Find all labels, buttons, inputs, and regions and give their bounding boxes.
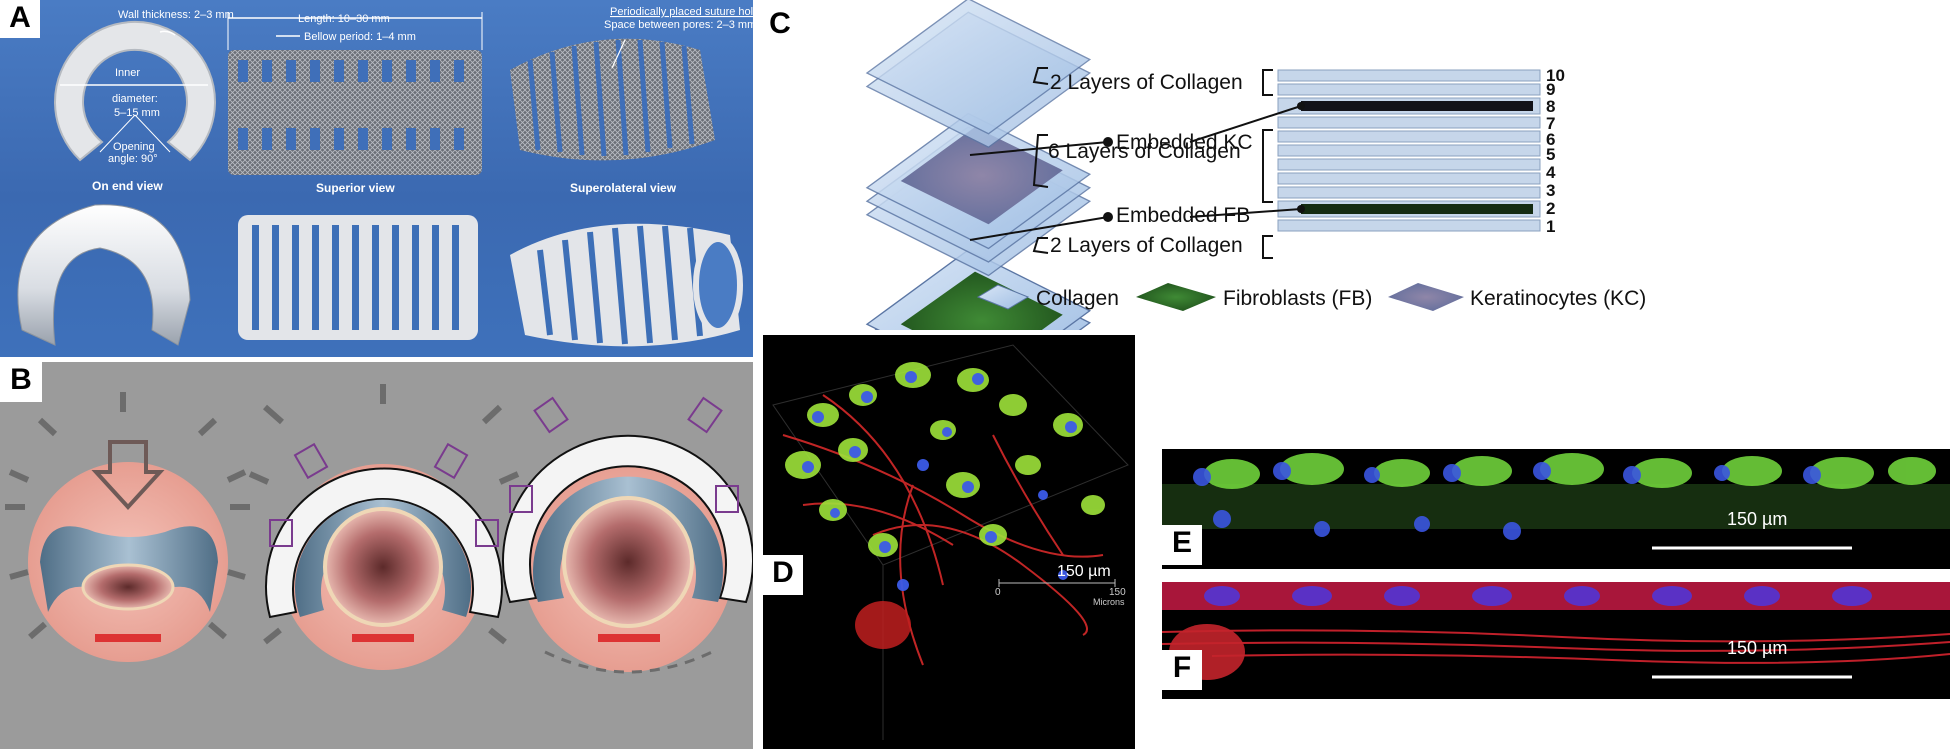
layer-number: 9 <box>1546 80 1555 99</box>
legend-collagen-label: Collagen <box>1036 287 1119 310</box>
panel-a-graphic: Wall thickness: 2–3 mm Inner diameter: 5… <box>17 6 753 347</box>
layer-numbers: 10 9 8 7 6 5 4 3 2 1 <box>1546 66 1565 236</box>
panel-c: 2 Layers of Collagen Embedded KC 6 Layer… <box>758 0 1950 330</box>
six-layers-collagen-label: 6 Layers of Collagen <box>1048 140 1241 163</box>
layer-cross-section <box>1189 69 1541 259</box>
opening-label: Opening <box>113 141 155 153</box>
airway-with-splint <box>248 384 520 670</box>
layer-number: 10 <box>1546 66 1565 85</box>
end-view-3d-render <box>17 204 191 346</box>
panel-a-letter: A <box>0 0 40 38</box>
bellow-period-label: Bellow period: 1–4 mm <box>304 31 416 43</box>
panel-f-scale-label: 150 µm <box>1727 638 1788 658</box>
panel-f: 150 µm F <box>1162 582 1950 699</box>
inner-diameter-label-2: diameter: <box>112 93 158 105</box>
two-layers-collagen-top-label: 2 Layers of Collagen <box>1050 71 1243 94</box>
superolateral-view-mesh-tube <box>510 38 715 161</box>
superior-view-3d-render <box>238 215 478 340</box>
embedded-fb-label: Embedded FB <box>1116 204 1250 227</box>
c-ring-end-view <box>54 20 216 162</box>
legend: Collagen Fibroblasts (FB) Keratinocytes … <box>976 283 1646 311</box>
panel-d-scale-label: 150 µm <box>1057 563 1111 580</box>
layer-number: 1 <box>1546 217 1555 236</box>
layer-number: 6 <box>1546 130 1555 149</box>
collapsed-airway <box>5 392 250 662</box>
layer-number: 2 <box>1546 199 1555 218</box>
opening-angle-value: angle: 90° <box>108 153 158 165</box>
panel-d-letter: D <box>763 555 803 595</box>
legend-fibroblasts-label: Fibroblasts (FB) <box>1223 287 1372 310</box>
inner-diameter-value: 5–15 mm <box>114 107 160 119</box>
suture-holes-label: Periodically placed suture holes <box>610 6 753 18</box>
layer-number: 5 <box>1546 145 1555 164</box>
layer-number: 3 <box>1546 181 1555 200</box>
panel-e-letter: E <box>1162 525 1202 565</box>
panel-f-letter: F <box>1162 650 1202 690</box>
pore-spacing-label: Space between pores: 2–3 mm <box>604 19 753 31</box>
superolateral-view-caption: Superolateral view <box>570 181 677 195</box>
panel-c-letter: C <box>760 6 800 42</box>
superolateral-view-3d-render <box>510 223 743 347</box>
callout-lines <box>969 67 1109 254</box>
layer-number: 8 <box>1546 97 1555 116</box>
wall-thickness-label: Wall thickness: 2–3 mm <box>118 9 234 21</box>
two-layers-collagen-bottom-label: 2 Layers of Collagen <box>1050 234 1243 257</box>
panel-e: 150 µm E <box>1162 449 1950 569</box>
panel-c-graphic: 2 Layers of Collagen Embedded KC 6 Layer… <box>865 0 1646 330</box>
panel-b-graphic <box>5 384 753 674</box>
superior-view-caption: Superior view <box>316 181 395 195</box>
panel-d-confocal-image <box>772 344 1129 740</box>
panel-d: 150 µm 0 150 Microns D <box>763 335 1135 749</box>
layer-number: 4 <box>1546 163 1556 182</box>
layer-number: 7 <box>1546 114 1555 133</box>
legend-keratinocytes-label: Keratinocytes (KC) <box>1470 287 1646 310</box>
panel-e-confocal-image <box>1162 453 1950 550</box>
superior-view-mesh-tube <box>227 12 483 175</box>
embedded-kc-label: Embedded KC <box>1116 131 1253 154</box>
expanded-airway <box>502 396 753 674</box>
panel-b: B <box>0 362 753 749</box>
panel-f-confocal-image <box>1162 582 1950 680</box>
inner-diameter-label: Inner <box>115 67 140 79</box>
panel-d-axis-start: 0 <box>995 587 1001 598</box>
panel-a: Wall thickness: 2–3 mm Inner diameter: 5… <box>0 0 753 357</box>
collagen-layer-stack <box>865 0 1092 330</box>
panel-d-axis-unit: Microns <box>1093 597 1125 607</box>
panel-e-scale-label: 150 µm <box>1727 509 1788 529</box>
on-end-view-caption: On end view <box>92 179 163 193</box>
length-label: Length: 10–30 mm <box>298 13 390 25</box>
panel-b-letter: B <box>0 362 42 402</box>
panel-d-axis-end: 150 <box>1109 587 1126 598</box>
